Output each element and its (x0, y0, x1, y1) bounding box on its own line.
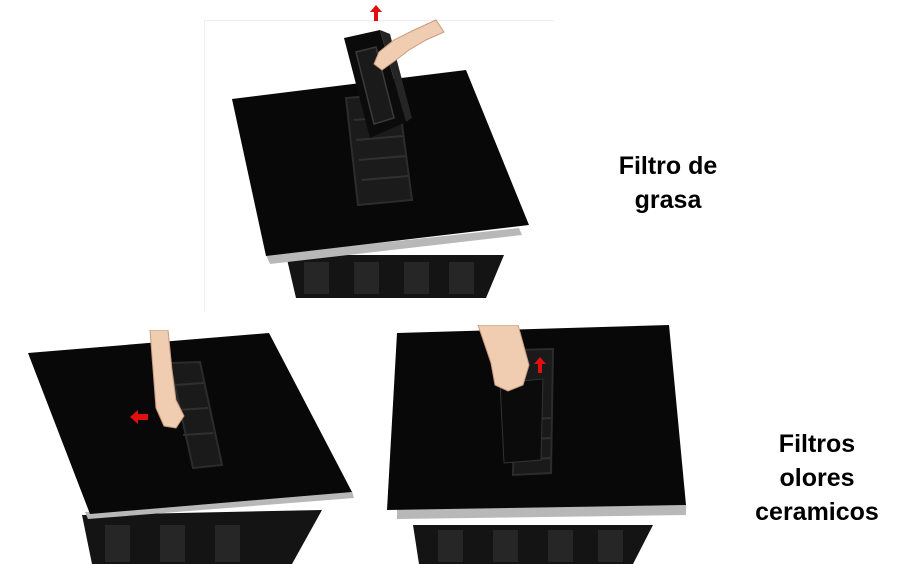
hob-housing (413, 525, 653, 564)
hand (373, 19, 445, 71)
filter-slot (168, 360, 224, 470)
left-frame-line (204, 20, 205, 312)
caption-line: Filtro de (618, 152, 718, 180)
hand (149, 330, 185, 429)
caption-line: Filtros (778, 430, 856, 458)
hob-frame (266, 228, 522, 264)
odor-filter-lift-illustration (387, 325, 686, 564)
odor-filter (499, 378, 544, 464)
arrow-up-icon (534, 357, 546, 373)
hob-housing (82, 510, 322, 564)
caption-line: olores (779, 464, 855, 492)
odor-filters-caption: Filtros olores ceramicos (742, 427, 892, 529)
hand (477, 325, 530, 392)
hob-frame (85, 491, 354, 519)
arrow-left-icon (130, 410, 148, 424)
grease-filter-illustration (232, 5, 529, 298)
arrow-up-icon (370, 5, 382, 21)
caption-line: grasa (634, 186, 702, 214)
odor-filter-slide-illustration (28, 330, 354, 564)
top-frame-line (204, 20, 554, 21)
caption-line: ceramicos (755, 498, 879, 526)
grease-filter-caption: Filtro de grasa (598, 149, 738, 217)
